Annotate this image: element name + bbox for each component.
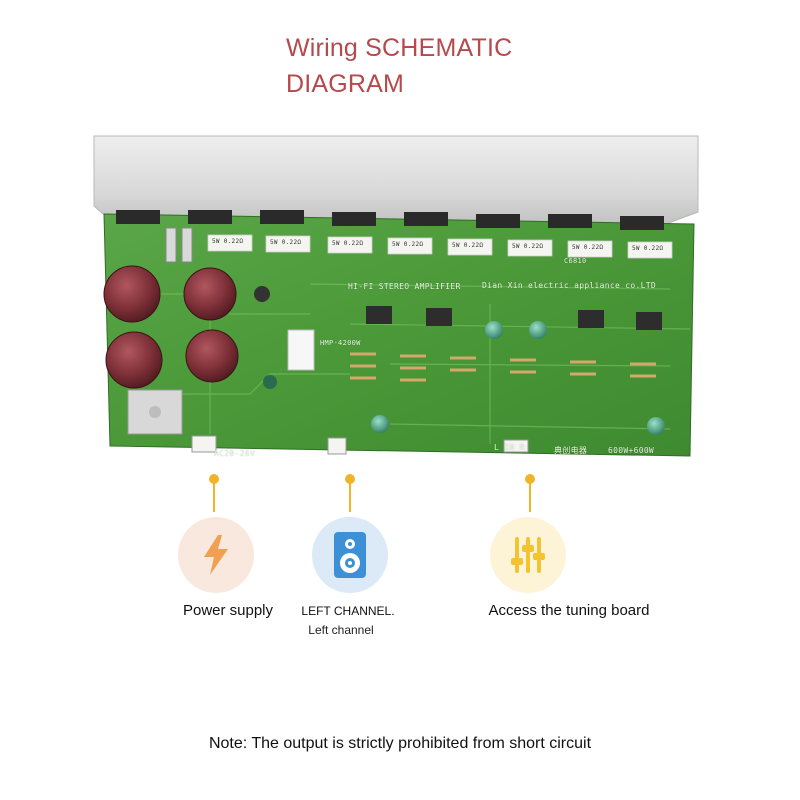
input-label: L IN R [494, 443, 525, 452]
tuning-board-callout-line [529, 480, 531, 512]
resistor-label: 5W 0.22Ω [572, 244, 604, 251]
left-channel-label: LEFT CHANNEL. [301, 604, 395, 618]
left-channel-callout-dot [345, 474, 355, 484]
amplifier-board-illustration [93, 135, 699, 457]
capacitor-label: C6810 [564, 257, 587, 265]
relay [287, 329, 315, 371]
model-label: HMP-4200W [320, 339, 361, 347]
diagram-title-line1: Wiring SCHEMATIC [286, 34, 513, 62]
tuning-board-label: Access the tuning board [488, 602, 650, 619]
bridge-rectifier [127, 389, 183, 435]
resistor-label: 5W 0.22Ω [392, 241, 424, 248]
tuning-board-callout [450, 474, 610, 544]
fuses [165, 227, 193, 263]
resistor-label: 5W 0.22Ω [452, 242, 484, 249]
left-channel-callout-line [349, 480, 351, 512]
resistor-label: 5W 0.22Ω [270, 239, 302, 246]
chinese-mark-label: 典创电器 [554, 446, 588, 455]
resistor-label: 5W 0.22Ω [512, 243, 544, 250]
power-supply-callout-line [213, 480, 215, 512]
speaker-icon [334, 532, 366, 578]
silkscreen-maker: Dian Xin electric appliance co.LTD [482, 281, 656, 290]
diagram-title-line2: DIAGRAM [286, 70, 405, 98]
power-supply-callout-dot [209, 474, 219, 484]
resistor-label: 5W 0.22Ω [212, 238, 244, 245]
resistor-label: 5W 0.22Ω [332, 240, 364, 247]
power-transistors [116, 210, 664, 230]
tuning-board-icon [490, 517, 566, 593]
diagram-title: Wiring SCHEMATIC DIAGRAM [286, 30, 512, 102]
power-supply-icon [178, 517, 254, 593]
power-rating-label: 600W+600W [608, 446, 655, 455]
safety-note: Note: The output is strictly prohibited … [208, 735, 592, 752]
resistor-label: 5W 0.22Ω [632, 245, 664, 252]
lightning-icon [204, 535, 228, 575]
amplifier-board-photo: HI-FI STEREO AMPLIFIER Dian Xin electric… [90, 134, 702, 464]
sliders-icon [511, 537, 545, 573]
left-channel-icon [312, 517, 388, 593]
left-channel-sublabel: Left channel [308, 623, 374, 637]
terminal-connectors [191, 435, 529, 455]
small-capacitors [254, 286, 665, 435]
power-supply-callout [134, 474, 294, 544]
ac-input-label: AC20-26V [214, 449, 255, 458]
left-channel-callout [270, 474, 430, 544]
filter-capacitors [103, 265, 239, 389]
power-supply-label: Power supply [182, 602, 274, 619]
power-resistors [207, 234, 673, 259]
small-resistors [350, 352, 656, 382]
silkscreen-title: HI-FI STEREO AMPLIFIER [348, 282, 461, 291]
tuning-board-callout-dot [525, 474, 535, 484]
driver-heat-sinks [366, 306, 662, 330]
